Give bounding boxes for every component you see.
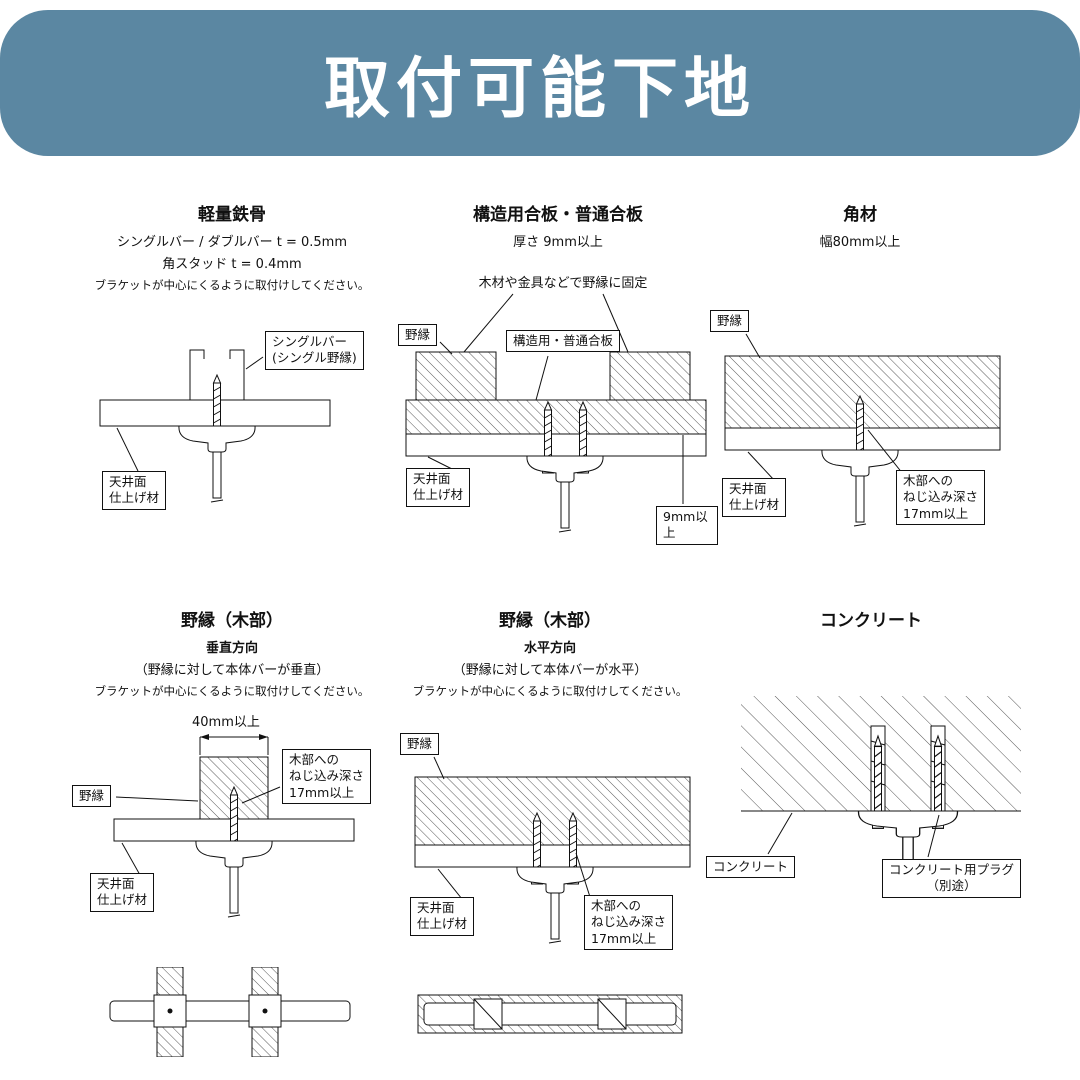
panel-note: ブラケットが中心にくるように取付けしてください。 [94, 684, 370, 698]
leader-line [437, 868, 463, 900]
p2-diagram-svg [405, 293, 707, 533]
bracket-graphic [821, 449, 899, 527]
leader-line [747, 451, 775, 481]
bracket-graphic [526, 455, 604, 533]
p4-diagram: 40mm以上 野縁 木部への ねじ込み深さ 17mm以上 天井面 仕上げ材 [72, 711, 392, 949]
p6-diagram: コンクリート コンクリート用プラグ （別途） [706, 691, 1036, 951]
label-ceiling-finish: 天井面 仕上げ材 [406, 468, 471, 507]
panel-joist-vertical: 野縁（木部） 垂直方向 （野縁に対して本体バーが垂直） ブラケットが中心にくるよ… [72, 606, 392, 1057]
leader-line [867, 429, 904, 475]
p6-diagram-svg [741, 696, 1021, 888]
panel-lightweight-steel: 軽量鉄骨 シングルバー / ダブルバー t = 0.5mm 角スタッド t = … [72, 200, 392, 605]
panel-title: 野縁（木部） [181, 611, 283, 631]
panel-sub: シングルバー / ダブルバー t = 0.5mm [116, 235, 348, 250]
panel-sub: （野縁に対して本体バーが水平） [452, 663, 648, 678]
panel-sub: 厚さ 9mm以上 [513, 235, 603, 250]
leader-line [245, 356, 264, 370]
p4-plan-view [102, 967, 362, 1057]
label-nobuchi: 野縁 [398, 324, 438, 347]
annotation-fixing: 木材や金具などで野縁に固定 [478, 276, 648, 291]
label-plywood: 構造用・普通合板 [506, 330, 621, 353]
label-thickness: 9mm以上 [656, 506, 718, 545]
leader-line [463, 293, 514, 353]
leader-line [602, 293, 629, 353]
leader-line [767, 812, 793, 855]
label-ceiling-finish: 天井面 仕上げ材 [90, 873, 155, 912]
panel-title: 角材 [843, 205, 877, 225]
leader-line [116, 427, 139, 472]
panel-note: ブラケットが中心にくるように取付けしてください。 [94, 278, 370, 292]
screw-dot [262, 1008, 268, 1014]
leader-line [927, 814, 940, 858]
p4-plan-svg [109, 967, 351, 1057]
panel-concrete: コンクリート コンクリート コンクリート用プラグ （別途） [706, 606, 1036, 951]
bar-graphic [423, 1002, 677, 1026]
label-screw-depth: 木部への ねじ込み深さ 17mm以上 [896, 470, 986, 525]
dimension-arrow [259, 734, 268, 740]
label-nobuchi: 野縁 [710, 310, 750, 333]
panel-note: ブラケットが中心にくるように取付けしてください。 [412, 684, 688, 698]
bar-graphic [109, 1000, 351, 1022]
label-screw-depth: 木部への ねじ込み深さ 17mm以上 [584, 895, 674, 950]
clamp-mark [473, 998, 503, 1030]
ceiling-board-graphic [414, 844, 691, 868]
dimension-arrow [200, 734, 209, 740]
leader-line [745, 333, 761, 359]
label-screw-depth: 木部への ねじ込み深さ 17mm以上 [282, 749, 372, 804]
leader-line [121, 842, 141, 876]
leader-line [575, 852, 591, 898]
label-ceiling-finish: 天井面 仕上げ材 [102, 471, 167, 510]
label-nobuchi: 野縁 [72, 785, 112, 808]
panel-title: コンクリート [820, 611, 922, 631]
title-banner: 取付可能下地 [0, 10, 1080, 156]
panel-title: 構造用合板・普通合板 [473, 205, 643, 225]
bracket-graphic [195, 840, 273, 918]
p5-plan-svg [417, 994, 683, 1034]
p5-plan-view [414, 991, 686, 1039]
p5-diagram: 野縁 天井面 仕上げ材 木部への ねじ込み深さ 17mm以上 [400, 711, 700, 961]
screw-dot [167, 1008, 173, 1014]
leader-line [241, 786, 281, 804]
label-single-bar: シングルバー (シングル野縁) [265, 331, 364, 370]
label-nobuchi: 野縁 [400, 733, 440, 756]
panel-sub: （野縁に対して本体バーが垂直） [134, 663, 330, 678]
leader-line [433, 756, 445, 780]
leader-line [427, 456, 455, 471]
leader-line [115, 796, 199, 802]
p5-diagram-svg [414, 756, 691, 944]
panel-sub: 垂直方向 [205, 641, 258, 656]
joist-band-graphic [414, 776, 691, 846]
panel-sub: 水平方向 [523, 641, 576, 656]
leader-line [439, 341, 453, 355]
label-ceiling-finish: 天井面 仕上げ材 [410, 897, 475, 936]
bracket-graphic [516, 866, 594, 944]
p3-diagram: 野縁 天井面 仕上げ材 木部への ねじ込み深さ 17mm以上 [710, 278, 1010, 578]
label-ceiling-finish: 天井面 仕上げ材 [722, 478, 787, 517]
plywood-graphic [405, 399, 707, 435]
page-title: 取付可能下地 [324, 50, 756, 127]
panel-sub: 角スタッド t = 0.4mm [162, 257, 302, 272]
joist-block-graphic [609, 351, 691, 401]
p4-diagram-svg [113, 734, 355, 918]
p2-diagram: 木材や金具などで野縁に固定 野縁 構造用・普通合板 天井面 仕上げ材 9mm以上 [398, 272, 718, 602]
p1-diagram-svg [99, 349, 331, 503]
clamp-mark [597, 998, 627, 1030]
panel-title: 軽量鉄骨 [198, 205, 266, 225]
bracket-graphic [178, 425, 256, 503]
panel-title: 野縁（木部） [499, 611, 601, 631]
panel-sub: 幅80mm以上 [819, 235, 901, 250]
label-concrete: コンクリート [706, 856, 796, 879]
ceiling-board-graphic [405, 433, 707, 457]
dimension-label: 40mm以上 [192, 715, 260, 730]
panel-plywood: 構造用合板・普通合板 厚さ 9mm以上 木材や金具などで野縁に固定 野縁 構造用… [398, 200, 718, 602]
panel-joist-horizontal: 野縁（木部） 水平方向 （野縁に対して本体バーが水平） ブラケットが中心にくるよ… [400, 606, 700, 1039]
leader-line [535, 355, 549, 401]
p3-diagram-svg [724, 333, 1001, 527]
label-concrete-plug: コンクリート用プラグ （別途） [882, 859, 1022, 898]
panel-square-lumber: 角材 幅80mm以上 野縁 天井面 仕上げ材 木部への ねじ込み深さ 17mm以… [710, 200, 1010, 578]
p1-diagram: シングルバー (シングル野縁) 天井面 仕上げ材 [72, 305, 392, 605]
joist-block-graphic [415, 351, 497, 401]
